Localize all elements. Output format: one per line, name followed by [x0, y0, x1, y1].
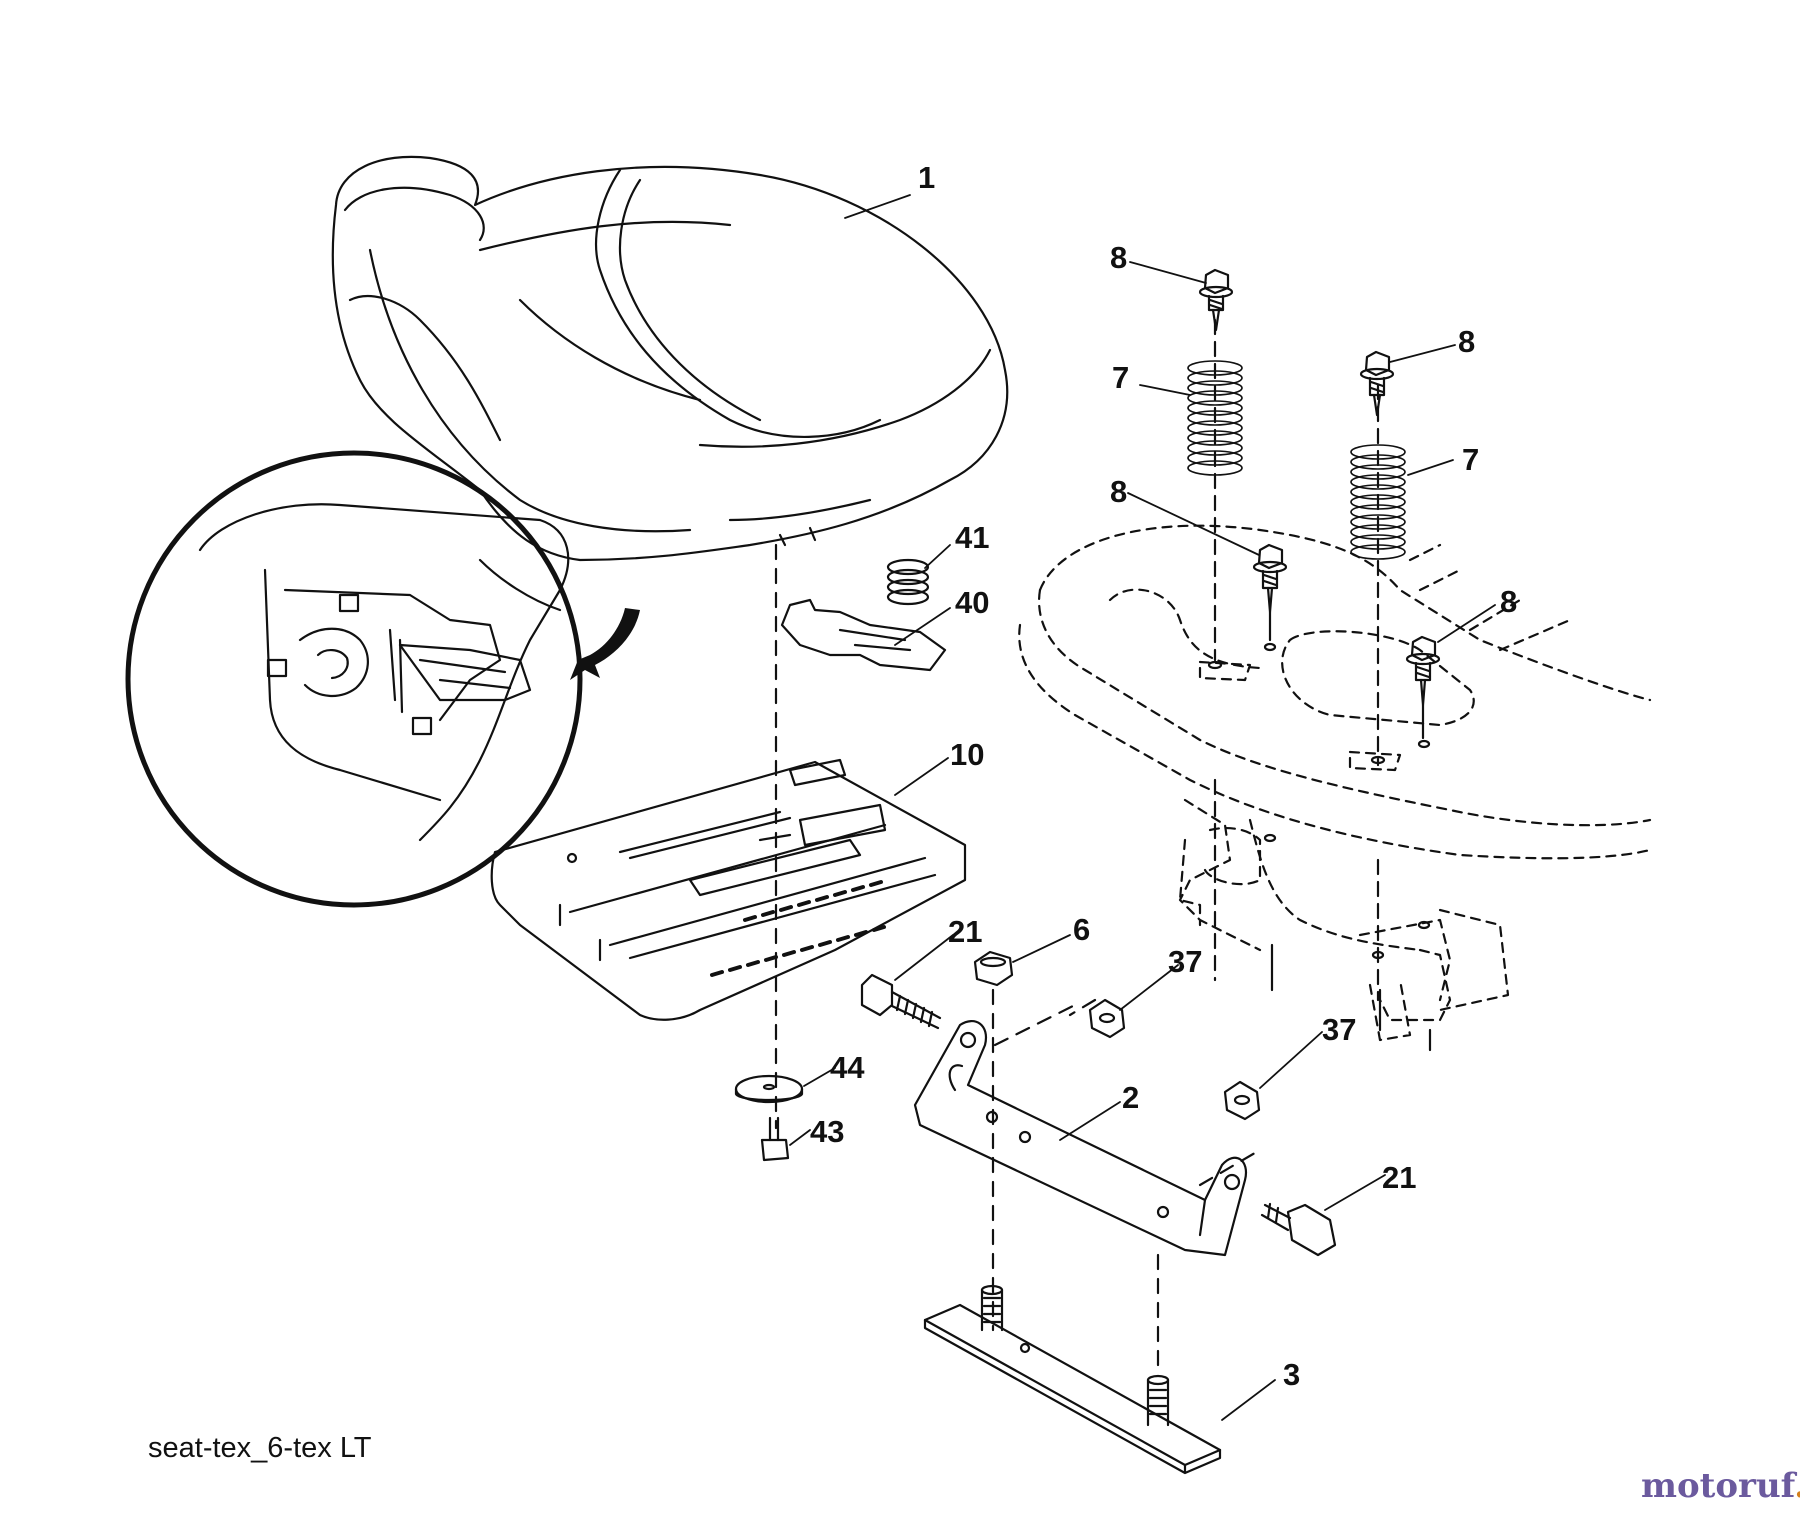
callout-37-b: 37	[1322, 1012, 1356, 1047]
callout-8-a: 8	[1110, 240, 1127, 275]
callout-10: 10	[950, 737, 984, 772]
spring-41	[886, 558, 930, 606]
callout-37-a: 37	[1168, 944, 1202, 979]
callout-labels: 1 8 8 8 8 7 7 41 40 10 21 6 37 37 2 44 4…	[810, 160, 1517, 1392]
callout-21-a: 21	[948, 914, 982, 949]
bolt-21-left	[860, 973, 942, 1030]
callout-7-b: 7	[1462, 442, 1479, 477]
callout-7-a: 7	[1112, 360, 1129, 395]
seat-part	[331, 155, 1009, 562]
deck-frame-ticks	[1270, 943, 1432, 1052]
bolt-43	[760, 1116, 790, 1162]
bolt-8-mid-left	[1252, 543, 1288, 642]
rotation-arrow	[570, 608, 640, 680]
callout-1: 1	[918, 160, 935, 195]
deck-frame-dashed	[1018, 524, 1652, 1042]
callout-8-b: 8	[1458, 324, 1475, 359]
bolt-8-top-left	[1198, 268, 1234, 332]
nut-37-upper	[1088, 998, 1126, 1039]
callout-44: 44	[830, 1050, 865, 1085]
callout-3: 3	[1283, 1357, 1300, 1392]
watermark-logo: motoruf.de	[1641, 1466, 1800, 1506]
nut-37-lower	[1223, 1080, 1261, 1121]
callout-2: 2	[1122, 1080, 1139, 1115]
bolt-8-top-right	[1359, 350, 1395, 417]
callout-leaders	[789, 194, 1496, 1421]
callout-8-d: 8	[1500, 584, 1517, 619]
diagram-caption: seat-tex_6-tex LT	[148, 1432, 372, 1464]
bracket-40	[780, 598, 947, 672]
spring-7-right	[1350, 444, 1406, 560]
seat-bracket-2	[913, 1020, 1248, 1257]
bolt-8-mid-right	[1405, 635, 1441, 740]
deck-holes	[1207, 642, 1431, 960]
callout-8-c: 8	[1110, 474, 1127, 509]
base-plate-3	[923, 1284, 1222, 1475]
leader-dashed-37a	[993, 998, 1097, 1047]
logo-brand: motoruf	[1641, 1466, 1795, 1506]
spring-7-left	[1187, 360, 1243, 476]
bolt-21-right	[1260, 1202, 1337, 1257]
washer-44	[734, 1074, 804, 1104]
callout-41: 41	[955, 520, 989, 555]
detail-inset	[125, 450, 583, 908]
callout-6: 6	[1073, 912, 1090, 947]
leader-dashed-37b	[1198, 1148, 1262, 1187]
callout-40: 40	[955, 585, 989, 620]
logo-dot: .	[1794, 1466, 1800, 1506]
nut-6	[973, 950, 1014, 987]
seat-pan-10	[490, 758, 967, 1021]
callout-21-b: 21	[1382, 1160, 1416, 1195]
callout-43: 43	[810, 1114, 844, 1149]
